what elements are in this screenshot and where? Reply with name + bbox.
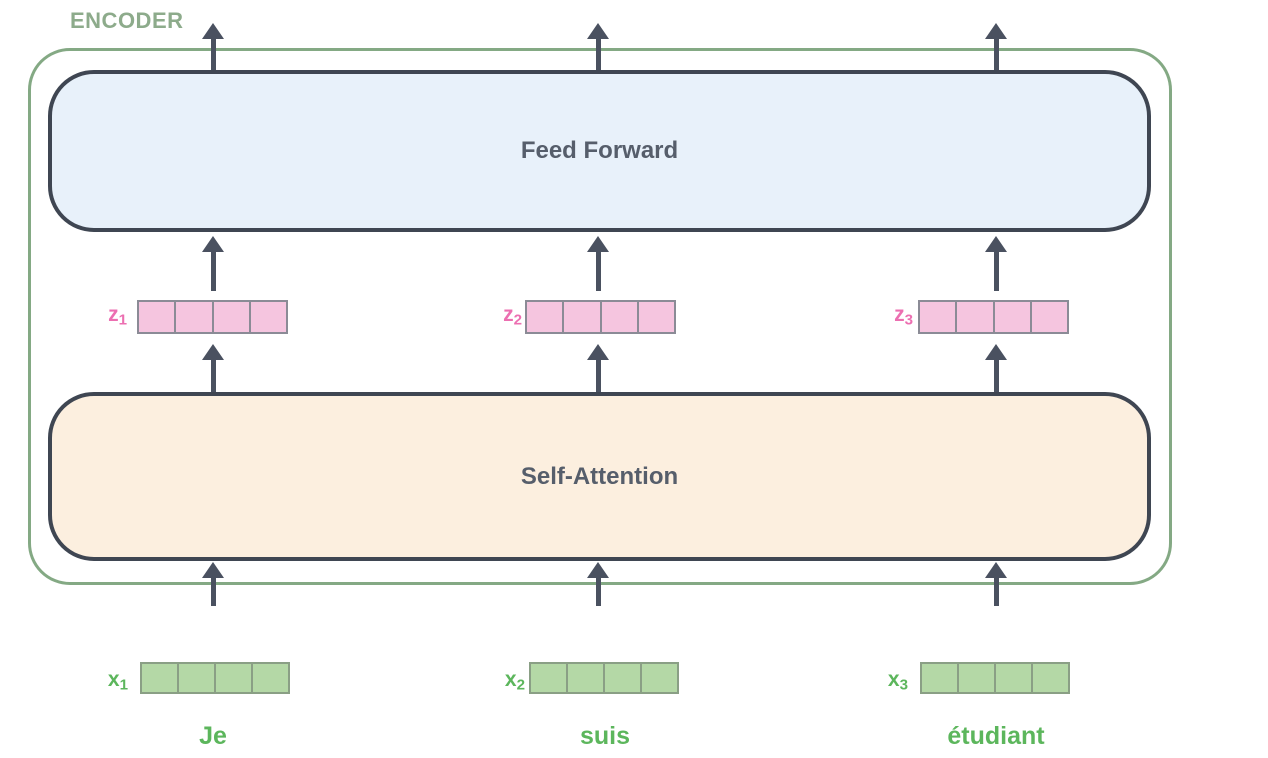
- up-arrow-icon-sa-to-z-3: [985, 344, 1007, 392]
- arrow-shaft: [210, 39, 216, 70]
- feed-forward-box: Feed Forward: [48, 70, 1151, 232]
- up-arrow-icon-z-to-ff-3: [985, 236, 1007, 291]
- z1-vector: [137, 300, 288, 334]
- x3-label-sub: 3: [899, 676, 908, 694]
- arrow-head: [202, 344, 224, 360]
- arrow-head: [202, 236, 224, 252]
- arrow-head: [985, 344, 1007, 360]
- vector-cell: [142, 664, 177, 692]
- vector-cell: [211, 302, 249, 332]
- arrow-shaft: [993, 39, 999, 70]
- vector-cell: [994, 664, 1031, 692]
- z1-label: z1: [57, 303, 127, 328]
- x2-vector: [529, 662, 679, 694]
- arrow-shaft: [993, 252, 999, 291]
- up-arrow-icon-sa-to-z-1: [202, 344, 224, 392]
- vector-cell: [566, 664, 603, 692]
- vector-cell: [248, 302, 286, 332]
- z2-label-sub: 2: [513, 311, 522, 329]
- vector-cell: [562, 302, 599, 332]
- self-attention-label: Self-Attention: [520, 462, 679, 490]
- input-word-2: suis: [579, 722, 631, 750]
- up-arrow-icon-z-to-ff-1: [202, 236, 224, 291]
- vector-cell: [531, 664, 566, 692]
- up-arrow-icon-z-to-ff-2: [587, 236, 609, 291]
- arrow-head: [587, 562, 609, 578]
- z3-label-base: z: [894, 303, 905, 326]
- arrow-shaft: [993, 578, 999, 606]
- x1-label: x1: [58, 668, 128, 693]
- z1-label-sub: 1: [118, 311, 127, 329]
- up-arrow-icon-input-3: [985, 562, 1007, 606]
- arrow-shaft: [993, 360, 999, 392]
- x1-vector: [140, 662, 290, 694]
- vector-cell: [922, 664, 957, 692]
- z2-label-base: z: [503, 303, 514, 326]
- z3-label-sub: 3: [904, 311, 913, 329]
- arrow-shaft: [210, 252, 216, 291]
- up-arrow-icon-input-1: [202, 562, 224, 606]
- x3-label: x3: [838, 668, 908, 693]
- vector-cell: [603, 664, 640, 692]
- x2-label-sub: 2: [516, 676, 525, 694]
- up-arrow-icon-output-1: [202, 23, 224, 70]
- arrow-shaft: [210, 360, 216, 392]
- vector-cell: [174, 302, 211, 332]
- up-arrow-icon-sa-to-z-2: [587, 344, 609, 392]
- vector-cell: [214, 664, 251, 692]
- arrow-head: [202, 23, 224, 39]
- arrow-shaft: [595, 39, 601, 70]
- arrow-shaft: [595, 360, 601, 392]
- arrow-head: [587, 23, 609, 39]
- input-word-1: Je: [199, 722, 227, 750]
- z3-label: z3: [843, 303, 913, 328]
- up-arrow-icon-output-2: [587, 23, 609, 70]
- encoder-label: ENCODER: [70, 8, 184, 33]
- z2-label: z2: [452, 303, 522, 328]
- up-arrow-icon-input-2: [587, 562, 609, 606]
- z2-vector: [525, 300, 676, 334]
- x2-label: x2: [455, 668, 525, 693]
- arrow-head: [985, 562, 1007, 578]
- vector-cell: [527, 302, 562, 332]
- vector-cell: [636, 302, 674, 332]
- vector-cell: [139, 302, 174, 332]
- vector-cell: [957, 664, 994, 692]
- arrow-head: [587, 344, 609, 360]
- self-attention-box: Self-Attention: [48, 392, 1151, 561]
- z1-label-base: z: [108, 303, 119, 326]
- arrow-shaft: [210, 578, 216, 606]
- up-arrow-icon-output-3: [985, 23, 1007, 70]
- arrow-shaft: [595, 578, 601, 606]
- vector-cell: [955, 302, 992, 332]
- x3-label-base: x: [887, 668, 900, 691]
- feed-forward-label: Feed Forward: [520, 137, 679, 164]
- vector-cell: [599, 302, 637, 332]
- arrow-head: [202, 562, 224, 578]
- vector-cell: [251, 664, 288, 692]
- x1-label-base: x: [107, 668, 120, 691]
- arrow-head: [985, 236, 1007, 252]
- x1-label-sub: 1: [119, 676, 128, 694]
- arrow-shaft: [595, 252, 601, 291]
- x3-vector: [920, 662, 1070, 694]
- arrow-head: [985, 23, 1007, 39]
- vector-cell: [177, 664, 214, 692]
- vector-cell: [640, 664, 677, 692]
- x2-label-base: x: [504, 668, 517, 691]
- input-word-3: étudiant: [947, 722, 1045, 750]
- vector-cell: [1031, 664, 1068, 692]
- z3-vector: [918, 300, 1069, 334]
- arrow-head: [587, 236, 609, 252]
- vector-cell: [992, 302, 1030, 332]
- vector-cell: [1029, 302, 1067, 332]
- vector-cell: [920, 302, 955, 332]
